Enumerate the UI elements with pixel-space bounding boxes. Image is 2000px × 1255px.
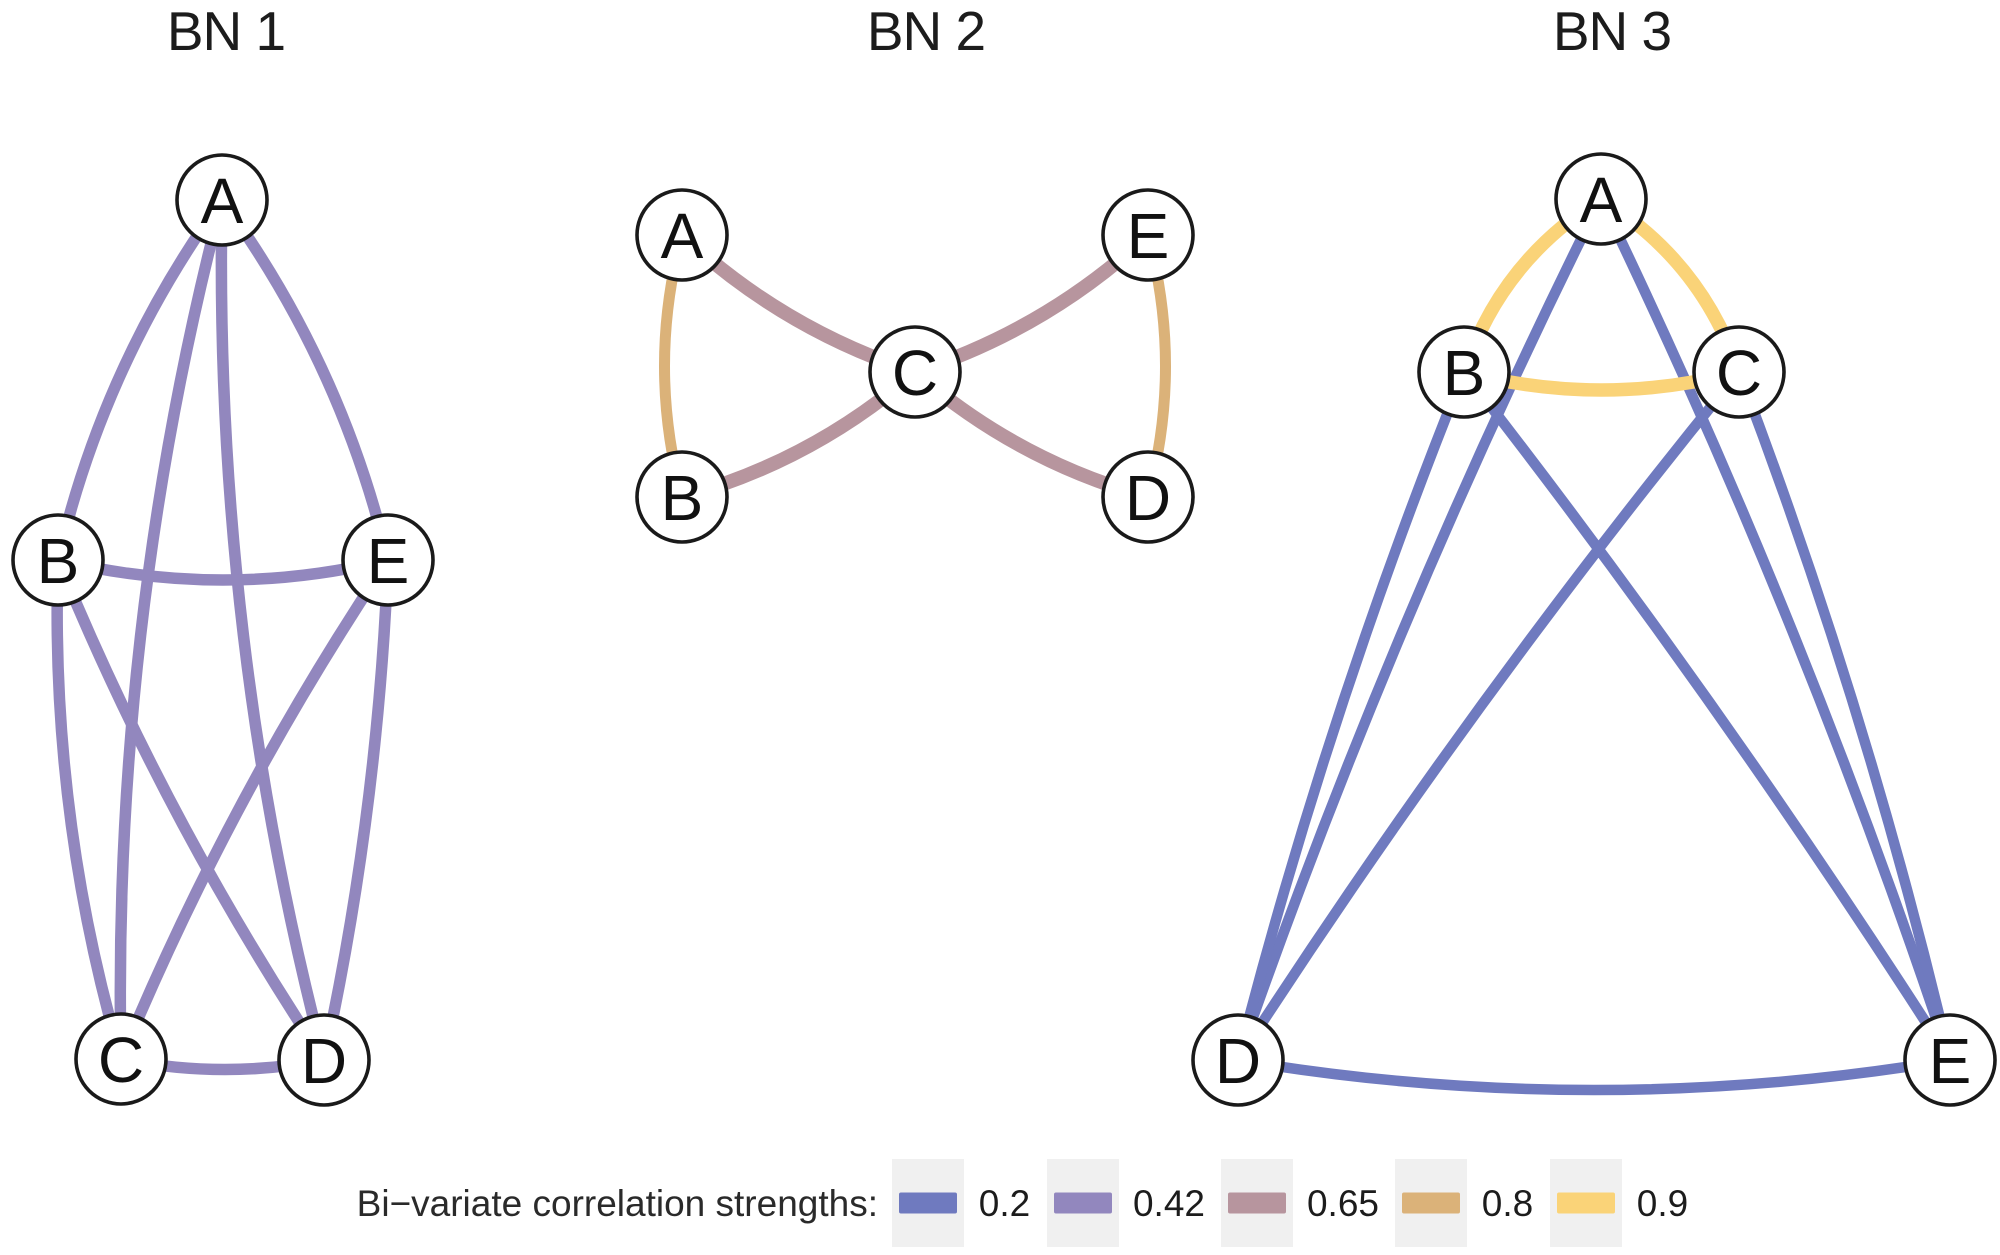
legend-entry-0.9: 0.9 bbox=[1550, 1159, 1688, 1247]
panel-bn-1: BN 1 A B E C D bbox=[11, 0, 435, 1107]
node-label: B bbox=[1443, 337, 1486, 409]
graph-node-b: B bbox=[11, 513, 105, 607]
node-label: B bbox=[661, 462, 704, 534]
graph-node-a: A bbox=[635, 188, 729, 282]
legend: Bi−variate correlation strengths: 0.2 0.42… bbox=[357, 1159, 1688, 1247]
node-circle bbox=[635, 188, 729, 282]
graph-edge-a-d bbox=[1232, 193, 1607, 1066]
legend-swatch-bar bbox=[1557, 1192, 1615, 1214]
panel-title: BN 3 bbox=[1553, 0, 1671, 62]
legend-entry-label: 0.8 bbox=[1482, 1183, 1533, 1224]
legend-entry-0.2: 0.2 bbox=[892, 1159, 1030, 1247]
legend-swatch-bar bbox=[1054, 1192, 1112, 1214]
legend-entry-0.65: 0.65 bbox=[1221, 1159, 1379, 1247]
node-label: B bbox=[37, 525, 80, 597]
node-circle bbox=[1692, 325, 1786, 419]
graph-edge-a-e bbox=[1595, 193, 1956, 1066]
graph-edge-b-c bbox=[51, 554, 127, 1065]
legend-entry-label: 0.42 bbox=[1133, 1183, 1205, 1224]
node-circle bbox=[1101, 450, 1195, 544]
legend-swatch-bar bbox=[899, 1192, 957, 1214]
node-label: E bbox=[1127, 200, 1170, 272]
node-label: A bbox=[661, 200, 704, 272]
graph-edge-a-e bbox=[216, 194, 394, 566]
graph-node-d: D bbox=[1101, 450, 1195, 544]
graph-edge-b-e bbox=[1458, 366, 1956, 1066]
node-label: E bbox=[1929, 1025, 1972, 1097]
graph-edge-a-c bbox=[114, 194, 228, 1065]
graph-node-e: E bbox=[1903, 1013, 1997, 1107]
legend-entry-0.42: 0.42 bbox=[1047, 1159, 1205, 1247]
graph-edge-b-d bbox=[52, 554, 330, 1066]
node-label: C bbox=[98, 1024, 144, 1096]
legend-swatch-bar bbox=[1228, 1192, 1286, 1214]
graph-edge-b-d bbox=[1232, 366, 1470, 1066]
node-circle bbox=[74, 1012, 168, 1106]
node-circle bbox=[635, 450, 729, 544]
legend-title: Bi−variate correlation strengths: bbox=[357, 1183, 878, 1224]
panel-title: BN 1 bbox=[167, 0, 285, 62]
node-circle bbox=[1903, 1013, 1997, 1107]
graph-edge-e-d bbox=[318, 554, 394, 1066]
graph-edge-a-b bbox=[52, 194, 228, 566]
graph-node-c: C bbox=[74, 1012, 168, 1106]
node-circle bbox=[1554, 152, 1648, 246]
graph-edge-c-e bbox=[1733, 366, 1956, 1066]
graph-node-c: C bbox=[1692, 325, 1786, 419]
graph-edge-a-d bbox=[215, 194, 330, 1066]
graph-node-b: B bbox=[1417, 325, 1511, 419]
node-label: D bbox=[1215, 1025, 1261, 1097]
node-circle bbox=[11, 513, 105, 607]
graph-node-a: A bbox=[175, 153, 269, 247]
legend-entry-label: 0.2 bbox=[979, 1183, 1030, 1224]
node-label: E bbox=[367, 525, 410, 597]
graph-edge-d-e bbox=[1232, 1054, 1956, 1096]
node-label: A bbox=[1580, 164, 1623, 236]
legend-entry-label: 0.9 bbox=[1637, 1183, 1688, 1224]
panel-bn-3: BN 3 A B C D E bbox=[1191, 0, 1997, 1107]
graph-node-d: D bbox=[277, 1013, 371, 1107]
node-label: C bbox=[892, 337, 938, 409]
node-label: A bbox=[201, 165, 244, 237]
graph-node-d: D bbox=[1191, 1013, 1285, 1107]
graph-node-e: E bbox=[1101, 188, 1195, 282]
node-circle bbox=[277, 1013, 371, 1107]
legend-entry-label: 0.65 bbox=[1307, 1183, 1379, 1224]
node-circle bbox=[341, 513, 435, 607]
node-circle bbox=[1417, 325, 1511, 419]
node-label: D bbox=[1125, 462, 1171, 534]
node-circle bbox=[868, 325, 962, 419]
panel-bn-2: BN 2 A E C B D bbox=[635, 0, 1195, 544]
panel-title: BN 2 bbox=[867, 0, 985, 62]
node-label: C bbox=[1716, 337, 1762, 409]
graph-node-a: A bbox=[1554, 152, 1648, 246]
graph-edge-c-d bbox=[1232, 366, 1745, 1066]
node-circle bbox=[175, 153, 269, 247]
graph-node-b: B bbox=[635, 450, 729, 544]
node-circle bbox=[1101, 188, 1195, 282]
legend-entry-0.8: 0.8 bbox=[1395, 1159, 1533, 1247]
node-label: D bbox=[301, 1025, 347, 1097]
graph-node-e: E bbox=[341, 513, 435, 607]
node-circle bbox=[1191, 1013, 1285, 1107]
graph-edge-e-c bbox=[115, 554, 394, 1065]
graph-node-c: C bbox=[868, 325, 962, 419]
legend-swatch-bar bbox=[1402, 1192, 1460, 1214]
